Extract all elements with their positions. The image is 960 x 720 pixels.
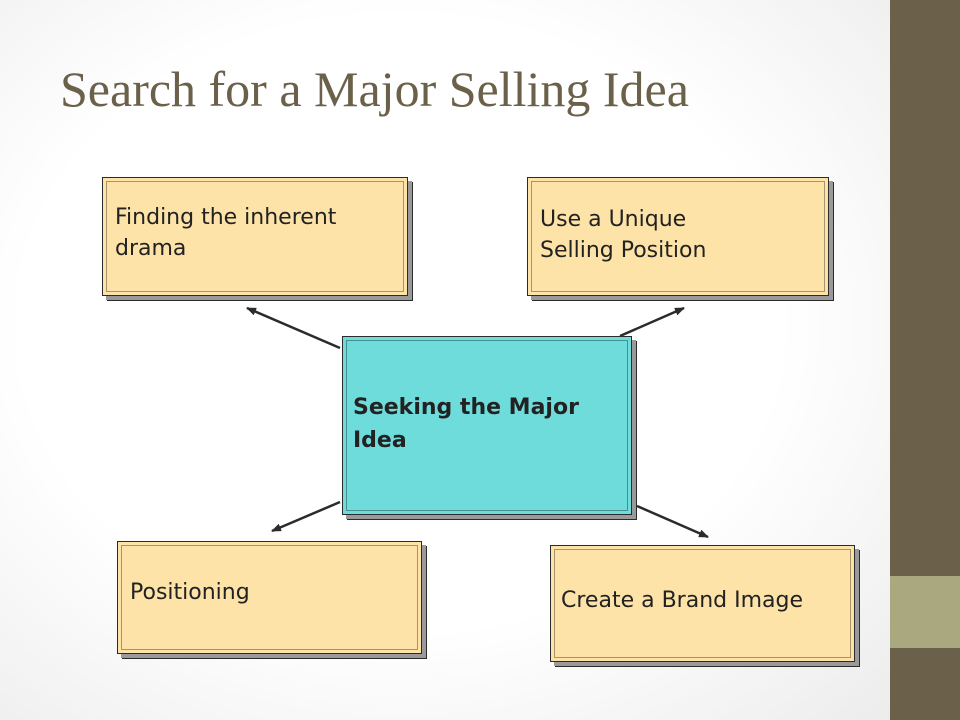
box-positioning: Positioning [117,541,422,654]
box-inherent-drama-line1: Finding the inherent [115,205,337,230]
sidebar-accent-band [890,576,960,648]
box-seeking-major-idea: Seeking the Major Idea [342,336,632,515]
box-seeking-major-idea-line2: Idea [353,428,407,453]
box-positioning-label: Positioning [130,580,250,605]
box-unique-selling-position-line2: Selling Position [540,237,707,263]
arrow-to-top-left [246,306,341,350]
box-inherent-drama: Finding the inherent drama [102,177,408,296]
box-brand-image-label: Create a Brand Image [561,588,803,613]
arrow-to-top-right [619,306,685,338]
box-inherent-drama-line2: drama [115,235,187,261]
box-seeking-major-idea-line1: Seeking the Major [353,395,579,420]
slide-title: Search for a Major Selling Idea [60,61,689,117]
box-unique-selling-position-line1: Use a Unique [540,207,687,232]
arrow-to-bottom-right [636,504,709,539]
box-brand-image: Create a Brand Image [550,545,855,662]
box-unique-selling-position: Use a Unique Selling Position [527,177,829,296]
arrow-to-bottom-left [271,500,341,533]
